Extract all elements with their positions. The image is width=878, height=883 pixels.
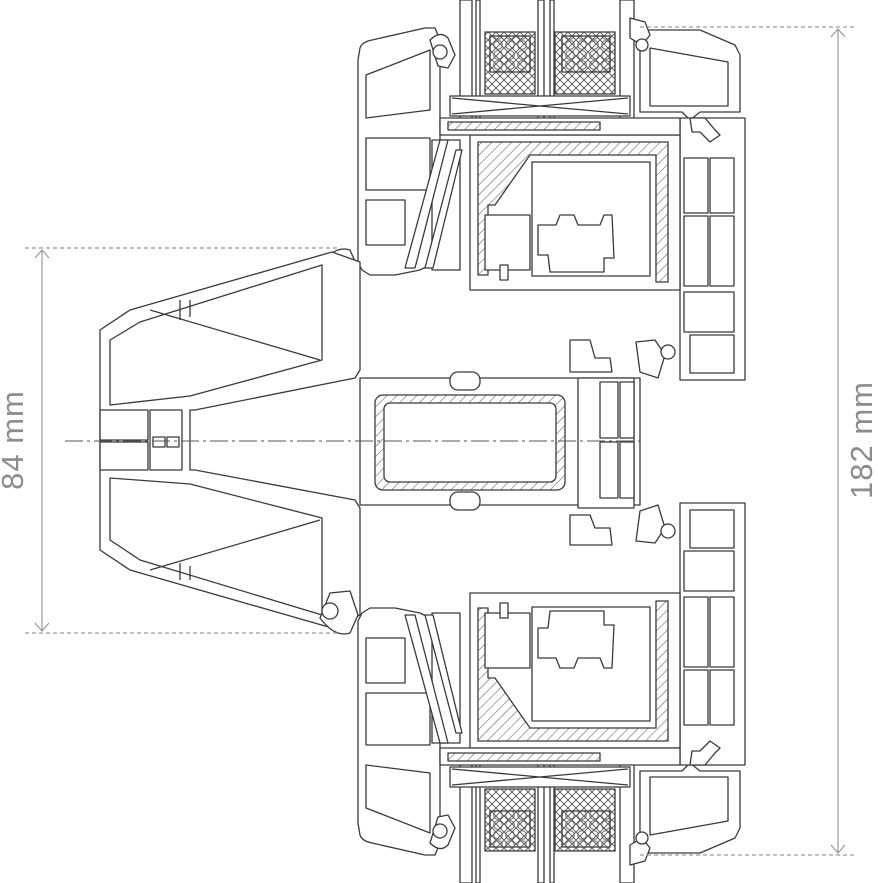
bottom-frame [357, 502, 746, 856]
dimension-label-182mm: 182 mm [844, 381, 878, 499]
dimension-84mm [25, 247, 340, 634]
bottom-gaskets [319, 504, 676, 866]
bottom-sash [469, 592, 681, 749]
top-glazing-unit [439, 0, 681, 136]
bottom-glazing-unit [439, 747, 681, 883]
top-sash [469, 134, 681, 291]
dimension-182mm [640, 26, 855, 856]
dimension-label-84mm: 84 mm [0, 390, 30, 490]
central-mullion [99, 251, 641, 629]
top-frame [357, 27, 746, 381]
